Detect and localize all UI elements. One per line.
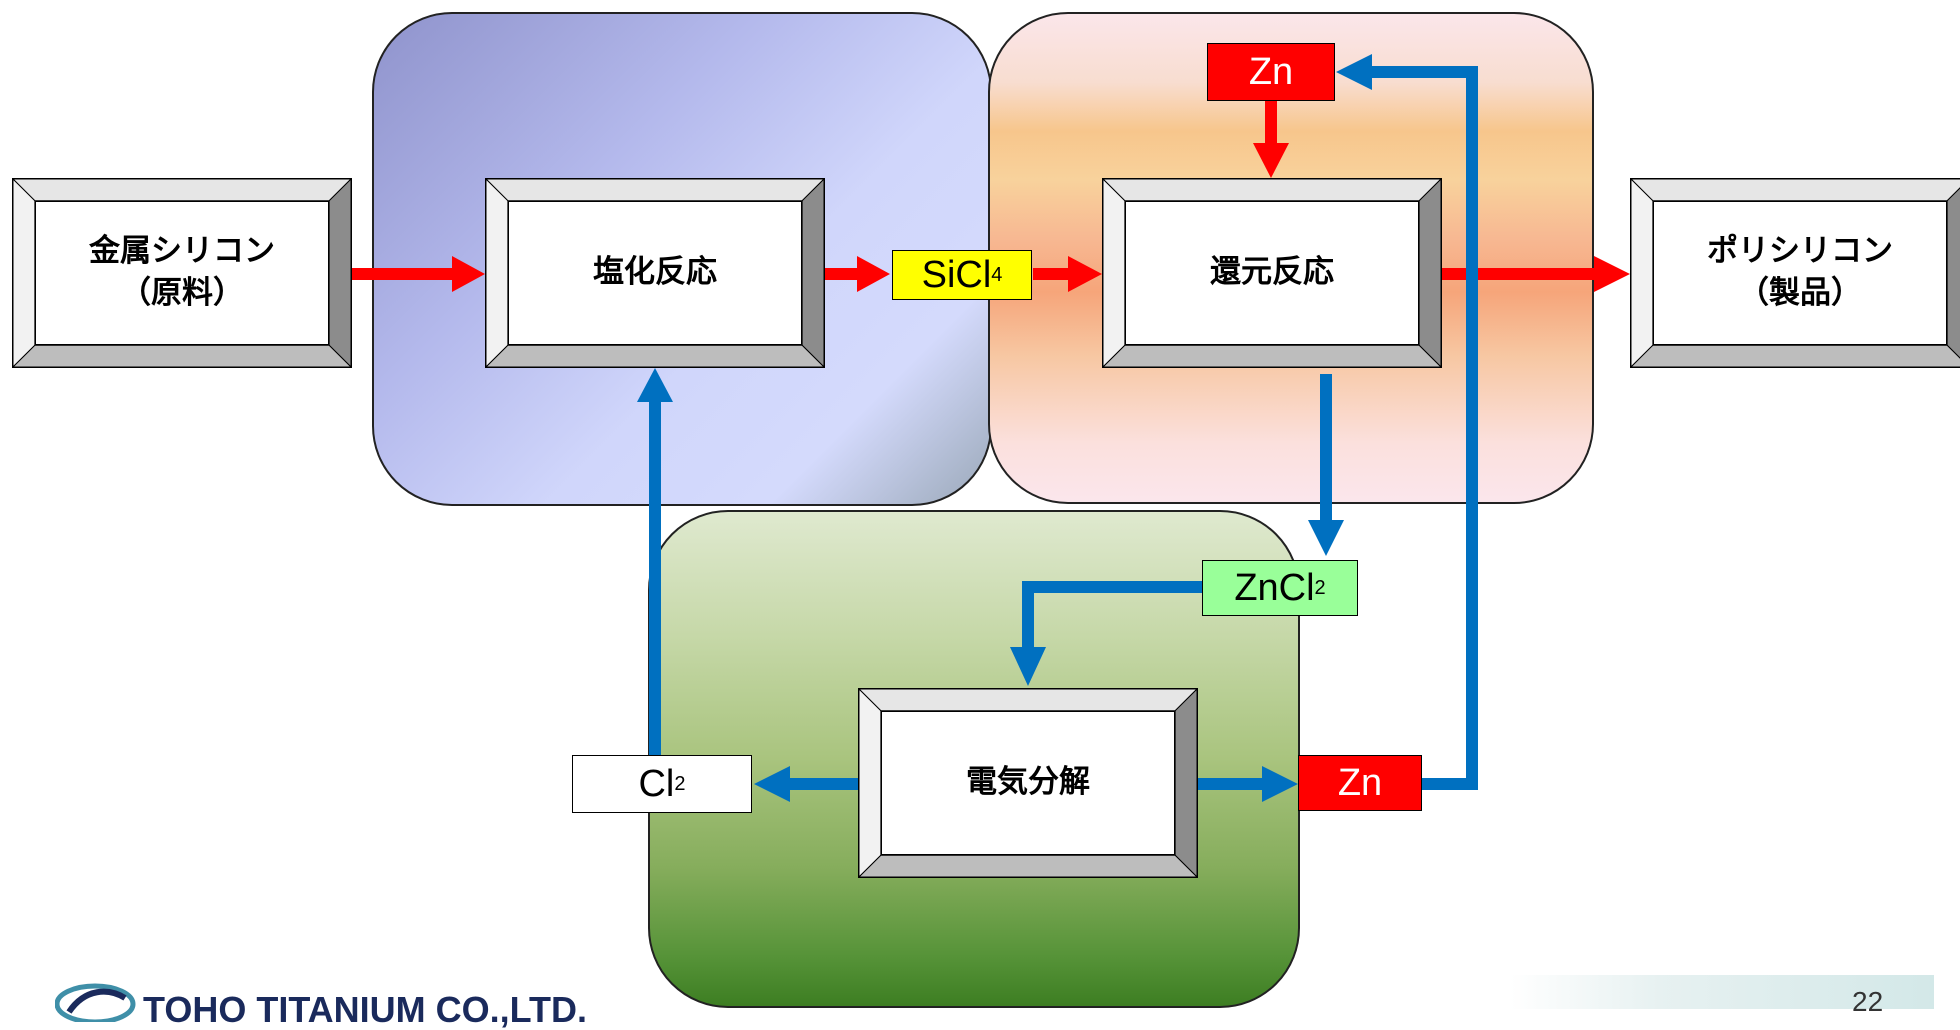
- arrow-cl2-to-chlorination: [637, 368, 673, 755]
- raw-material-label: 金属シリコン （原料）: [89, 233, 275, 311]
- zncl2-sub: 2: [1314, 576, 1326, 599]
- arrow-reduction-to-product: [1442, 256, 1630, 292]
- arrow-chlorination-to-sicl4: [825, 256, 890, 292]
- company-name: TOHO TITANIUM CO.,LTD.: [143, 989, 587, 1030]
- page-number: 22: [1852, 986, 1884, 1017]
- product-box: ポリシリコン （製品）: [1630, 178, 1960, 368]
- arrow-zncl2-to-electrolysis: [1010, 581, 1204, 686]
- flow-arrows: [352, 54, 1630, 802]
- zn-output-text: Zn: [1337, 761, 1383, 804]
- arrow-electrolysis-to-zn: [1198, 766, 1298, 802]
- sicl4-base: SiCl: [921, 253, 992, 296]
- zn-feed-label: Zn: [1207, 43, 1335, 101]
- chlorination-label: 塩化反応: [593, 254, 717, 291]
- arrow-reduction-to-zncl2: [1308, 374, 1344, 556]
- zn-output-label: Zn: [1298, 755, 1422, 811]
- logo-swoosh-icon: [55, 983, 136, 1022]
- company-logo: TOHO TITANIUM CO.,LTD.: [55, 983, 775, 1028]
- recycle-flow-arrows: [637, 54, 1478, 802]
- raw-material-box: 金属シリコン （原料）: [12, 178, 352, 368]
- zncl2-base: ZnCl: [1234, 566, 1315, 609]
- cl2-base: Cl: [638, 762, 675, 805]
- arrow-zn-to-reduction: [1253, 101, 1289, 178]
- arrow-sicl4-to-reduction: [1033, 256, 1102, 292]
- arrow-electrolysis-to-cl2: [754, 766, 858, 802]
- sicl4-sub: 4: [991, 263, 1003, 286]
- main-flow-arrows: [352, 101, 1630, 292]
- electrolysis-box: 電気分解: [858, 688, 1198, 878]
- zn-feed-text: Zn: [1248, 50, 1294, 93]
- reduction-box: 還元反応: [1102, 178, 1442, 368]
- footer-band: [1510, 975, 1934, 1009]
- reduction-label: 還元反応: [1210, 254, 1334, 291]
- electrolysis-label: 電気分解: [966, 764, 1090, 801]
- product-label: ポリシリコン （製品）: [1707, 233, 1893, 311]
- arrow-raw-to-chlorination: [352, 256, 485, 292]
- chlorination-box: 塩化反応: [485, 178, 825, 368]
- cl2-sub: 2: [674, 772, 686, 795]
- arrow-zn-recycle-to-top: [1336, 54, 1478, 790]
